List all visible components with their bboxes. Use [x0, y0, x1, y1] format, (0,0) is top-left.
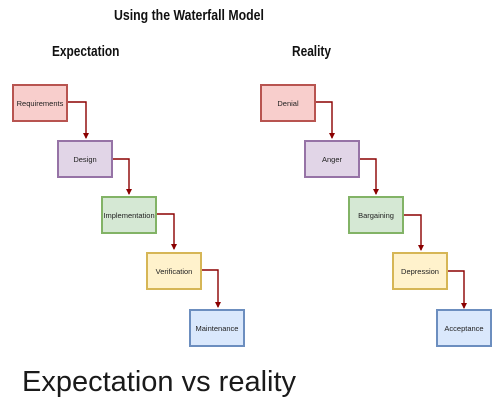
- step-design: Design: [57, 140, 113, 178]
- arrow-verification-to-maintenance: [201, 269, 221, 308]
- arrow-bargaining-to-depression: [404, 214, 424, 251]
- arrow-depression-to-acceptance: [448, 270, 467, 309]
- arrow-design-to-implementation: [112, 158, 132, 195]
- step-acceptance: Acceptance: [436, 309, 492, 347]
- step-denial: Denial: [260, 84, 316, 122]
- arrow-requirements-to-design: [68, 101, 89, 139]
- expectation-heading: Expectation: [52, 44, 120, 60]
- step-bargaining: Bargaining: [348, 196, 404, 234]
- arrow-denial-to-anger: [315, 101, 335, 139]
- step-depression: Depression: [392, 252, 448, 290]
- step-maintenance: Maintenance: [189, 309, 245, 347]
- diagram-title: Using the Waterfall Model: [114, 7, 264, 24]
- arrow-anger-to-bargaining: [359, 158, 379, 195]
- step-requirements: Requirements: [12, 84, 68, 122]
- reality-heading: Reality: [292, 44, 332, 60]
- meme-caption: Expectation vs reality: [22, 366, 297, 398]
- arrow-implementation-to-verification: [157, 213, 177, 250]
- step-implementation: Implementation: [101, 196, 157, 234]
- step-verification: Verification: [146, 252, 202, 290]
- step-anger: Anger: [304, 140, 360, 178]
